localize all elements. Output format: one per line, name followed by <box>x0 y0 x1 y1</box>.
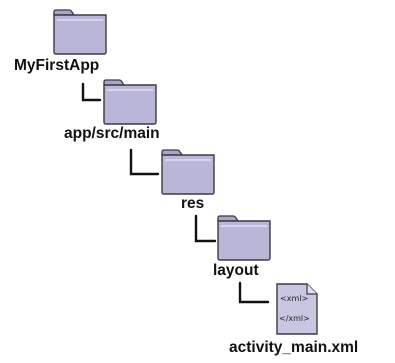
folder-icon <box>217 215 271 261</box>
folder-label-app-src-main: app/src/main <box>64 125 160 142</box>
connector-layout-to-file <box>238 281 270 304</box>
folder-icon <box>103 79 157 125</box>
folder-label-layout: layout <box>213 262 259 279</box>
file-label-activity-main: activity_main.xml <box>229 339 359 356</box>
xml-open-tag: <xml> <box>280 294 309 303</box>
folder-label-myfirstapp: MyFirstApp <box>14 57 100 74</box>
folder-icon <box>161 149 215 195</box>
xml-file-icon: <xml> </xml> <box>274 281 320 337</box>
folder-label-res: res <box>181 195 205 212</box>
connector-root-to-app <box>81 82 102 102</box>
xml-close-tag: </xml> <box>279 314 310 323</box>
connector-res-to-layout <box>194 214 217 243</box>
connector-app-to-res <box>129 148 160 176</box>
folder-icon <box>53 9 107 55</box>
